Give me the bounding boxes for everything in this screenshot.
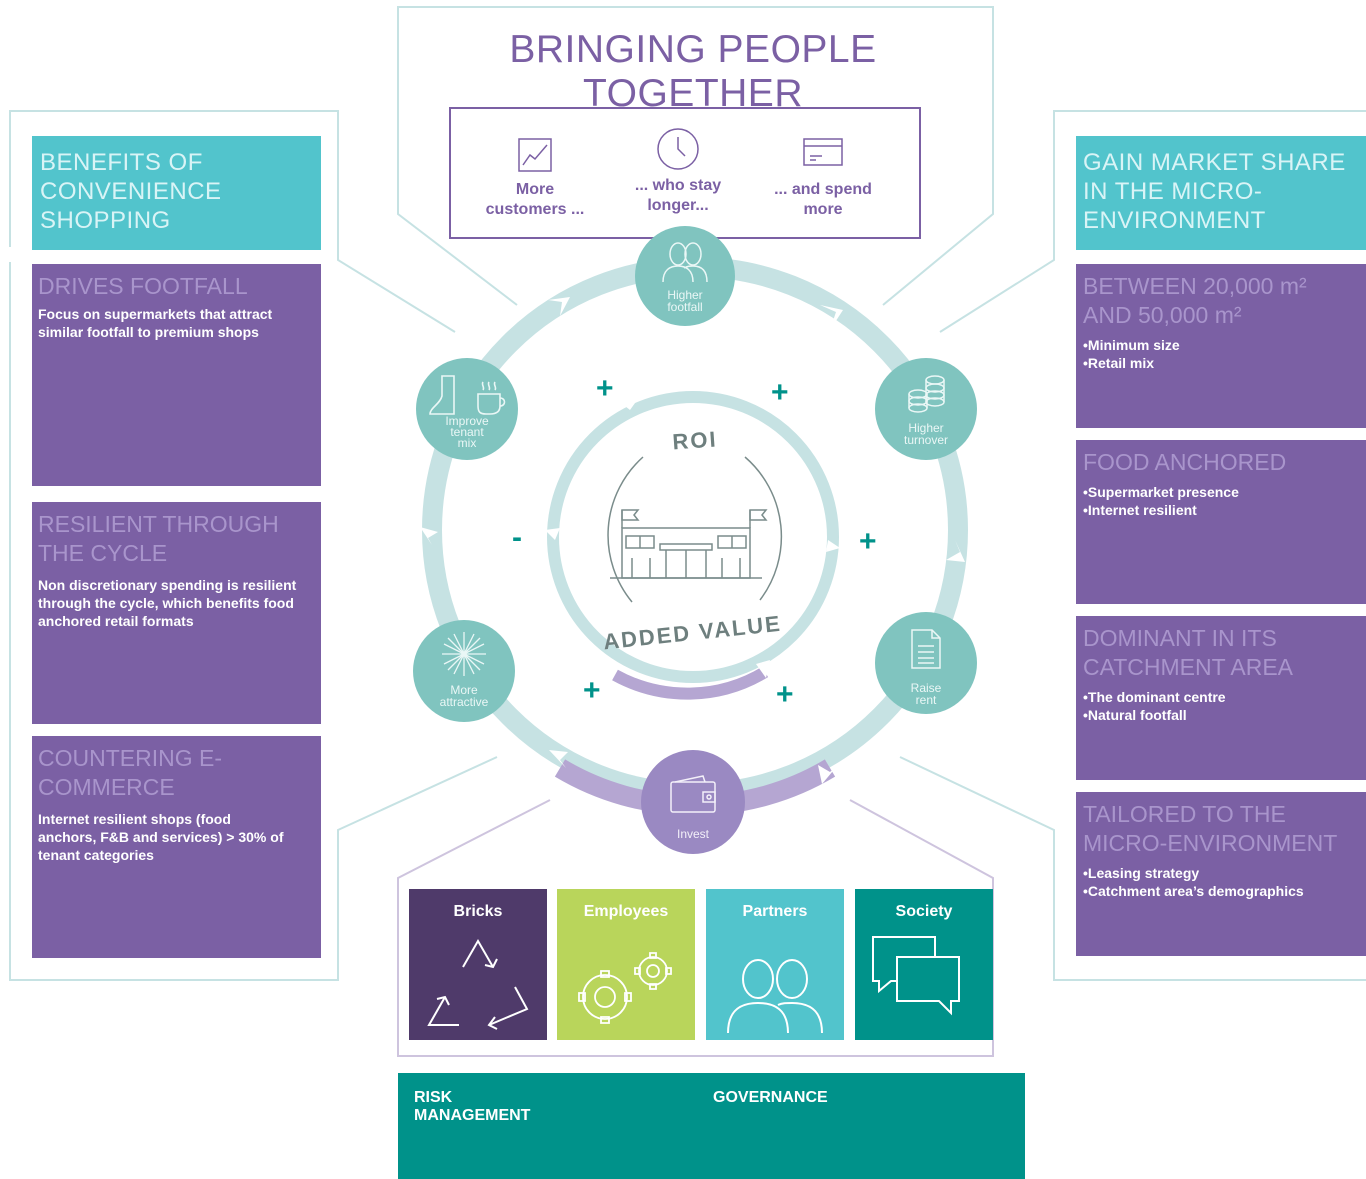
recycle-icon — [427, 938, 529, 1030]
block-heading: COUNTERING E-COMMERCE — [38, 745, 222, 800]
minus-sign: - — [512, 521, 522, 554]
node-label: Invest — [676, 827, 709, 841]
inner-thin-arc-right — [744, 456, 783, 601]
flow-label-stay-longer: ... who stay longer... — [634, 177, 722, 214]
bullet-item: Internet resilient — [1083, 501, 1359, 519]
node-improve-tenant-mix: Improve tenant mix — [416, 358, 518, 460]
block-food-anchored: FOOD ANCHORED Supermarket presence Inter… — [1076, 440, 1366, 604]
flow-item-more-customers: More customers ... — [465, 137, 605, 220]
bullet-item: Catchment area’s demographics — [1083, 882, 1359, 900]
flow-item-stay-longer: ... who stay longer... — [603, 127, 753, 216]
chat-icon — [872, 936, 960, 1016]
governance-label: GOVERNANCE — [713, 1089, 828, 1106]
people-icon — [727, 959, 823, 1034]
block-dominant: DOMINANT IN ITS CATCHMENT AREA The domin… — [1076, 616, 1366, 780]
left-panel-title: BENEFITS OF CONVENIENCE SHOPPING — [40, 149, 222, 234]
node-label: Higher turnover — [903, 421, 949, 447]
chart-icon — [518, 138, 552, 172]
flow-item-spend-more: ... and spend more — [753, 137, 893, 220]
page-title: BRINGING PEOPLE TOGETHER — [509, 28, 877, 115]
outer-ring — [422, 257, 968, 803]
bullet-item: Leasing strategy — [1083, 864, 1359, 882]
bullet-item: Supermarket presence — [1083, 483, 1359, 501]
node-more-attractive: More attractive — [413, 620, 515, 722]
flow-label-spend-more: ... and spend more — [774, 181, 872, 218]
inner-ring-purple-arc — [612, 666, 769, 700]
node-higher-footfall: Higher footfall — [635, 226, 735, 326]
node-label: Improve tenant mix — [445, 414, 489, 450]
building-icon — [610, 509, 768, 579]
people-icon — [662, 242, 708, 283]
left-panel-title-block: BENEFITS OF CONVENIENCE SHOPPING — [32, 136, 321, 250]
block-text: Internet resilient shops (food anchors, … — [38, 811, 284, 863]
plus-sign: + — [859, 525, 877, 558]
stakeholder-label: Bricks — [453, 903, 503, 920]
block-text: Focus on supermarkets that attract simil… — [38, 306, 273, 340]
bullet-item: Natural footfall — [1083, 706, 1359, 724]
plus-sign: + — [596, 372, 614, 405]
stakeholder-label: Society — [895, 903, 953, 920]
plus-sign: + — [771, 376, 789, 409]
customer-flow-box: More customers ... ... who stay longer..… — [449, 107, 921, 239]
plus-sign: + — [776, 678, 794, 711]
stakeholder-employees: Employees — [557, 889, 695, 1040]
card-icon — [803, 138, 843, 166]
block-resilient: RESILIENT THROUGH THE CYCLE Non discreti… — [32, 502, 321, 724]
right-panel-title: GAIN MARKET SHARE IN THE MICRO-ENVIRONME… — [1083, 149, 1346, 234]
block-heading: RESILIENT THROUGH THE CYCLE — [38, 511, 279, 566]
node-higher-turnover: Higher turnover — [875, 358, 977, 460]
block-text: Non discretionary spending is resilient … — [38, 577, 297, 629]
governance-bar: GOVERNANCE — [697, 1073, 1025, 1179]
risk-management-bar: RISK MANAGEMENT — [398, 1073, 718, 1179]
block-heading: TAILORED TO THE MICRO-ENVIRONMENT — [1083, 801, 1338, 856]
plus-sign: + — [583, 674, 601, 707]
node-label: More attractive — [439, 683, 489, 709]
bullet-item: The dominant centre — [1083, 688, 1359, 706]
bullet-item: Retail mix — [1083, 354, 1359, 372]
stakeholder-partners: Partners — [706, 889, 844, 1040]
bullet-list: Leasing strategy Catchment area’s demogr… — [1083, 864, 1359, 900]
document-icon — [911, 629, 941, 669]
bullet-item: Minimum size — [1083, 336, 1359, 354]
roi-label: ROI — [671, 426, 719, 455]
sparkle-icon — [442, 632, 486, 676]
block-drives-footfall: DRIVES FOOTFALL Focus on supermarkets th… — [32, 264, 321, 486]
risk-management-label: RISK MANAGEMENT — [414, 1089, 531, 1124]
node-raise-rent: Raise rent — [875, 612, 977, 714]
block-size: BETWEEN 20,000 m² AND 50,000 m² Minimum … — [1076, 264, 1366, 428]
block-countering-ecommerce: COUNTERING E-COMMERCE Internet resilient… — [32, 736, 321, 958]
node-label: Higher footfall — [667, 288, 703, 314]
block-tailored: TAILORED TO THE MICRO-ENVIRONMENT Leasin… — [1076, 792, 1366, 956]
stakeholder-society: Society — [855, 889, 993, 1040]
flow-label-more-customers: More customers ... — [485, 181, 585, 218]
node-invest: Invest — [641, 750, 745, 854]
block-heading: FOOD ANCHORED — [1083, 449, 1287, 475]
inner-thin-arc-left — [607, 456, 644, 603]
stakeholder-label: Employees — [583, 903, 669, 920]
bullet-list: The dominant centre Natural footfall — [1083, 688, 1359, 724]
stakeholder-label: Partners — [742, 903, 808, 920]
bullet-list: Supermarket presence Internet resilient — [1083, 483, 1359, 519]
node-label: Raise rent — [910, 681, 942, 707]
coins-icon — [908, 375, 945, 413]
boot-cup-icon — [429, 375, 506, 415]
right-panel-title-block: GAIN MARKET SHARE IN THE MICRO-ENVIRONME… — [1076, 136, 1366, 250]
gears-icon — [578, 952, 672, 1024]
clock-icon — [657, 128, 699, 170]
block-heading: DOMINANT IN ITS CATCHMENT AREA — [1083, 625, 1294, 680]
frame-lines — [9, 6, 1366, 1057]
wallet-icon — [670, 775, 716, 813]
bullet-list: Minimum size Retail mix — [1083, 336, 1359, 372]
block-heading: DRIVES FOOTFALL — [38, 273, 248, 299]
block-heading: BETWEEN 20,000 m² AND 50,000 m² — [1083, 273, 1307, 328]
stakeholder-bricks: Bricks — [409, 889, 547, 1040]
